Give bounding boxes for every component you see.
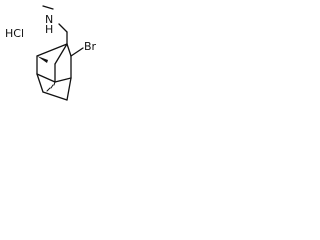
wedge-bond	[37, 56, 48, 63]
chemical-structure: HCl N H Br	[0, 0, 106, 114]
structure-drawing: HCl N H Br	[5, 5, 97, 101]
cage-bond	[66, 77, 72, 101]
cage-bond	[54, 77, 72, 83]
bond-methyl-n	[42, 5, 54, 10]
hcl-label: HCl	[5, 27, 24, 40]
amine-h-label: H	[45, 23, 53, 36]
bond-n-ch2	[58, 23, 68, 33]
bond-c-br	[70, 47, 84, 57]
cage-bond	[54, 43, 68, 65]
cage-bond	[66, 43, 72, 57]
amine-n-label: N	[45, 13, 53, 26]
cage-bond	[36, 73, 44, 93]
hashed-bond	[53, 81, 56, 86]
bromine-label: Br	[84, 40, 97, 53]
cage-bond	[36, 43, 68, 57]
cage-bond	[36, 73, 56, 83]
hashed-bond	[50, 84, 54, 89]
hashed-bond	[46, 87, 51, 92]
cage-bond	[42, 91, 68, 101]
